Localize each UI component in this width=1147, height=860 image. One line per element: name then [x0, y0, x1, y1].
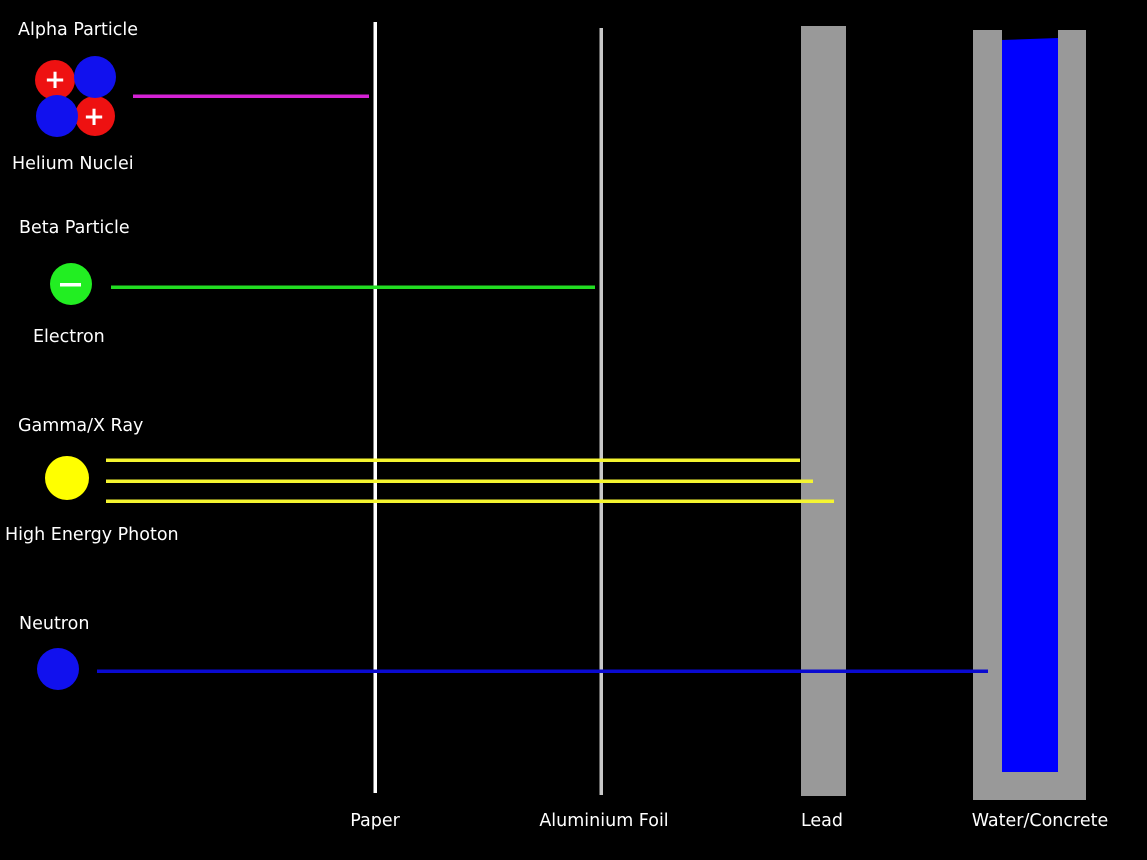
lead-label: Lead	[801, 811, 843, 831]
paper-label: Paper	[350, 811, 400, 831]
water-fill	[1002, 38, 1058, 772]
alpha-ray	[133, 94, 369, 98]
neutron-icon	[36, 95, 78, 137]
gamma-ray-3	[106, 499, 834, 503]
helium-nucleus-icon: + +	[35, 56, 116, 137]
proton-icon	[75, 96, 115, 136]
aluminium-foil-barrier	[599, 28, 603, 795]
neutron-icon	[74, 56, 116, 98]
high-energy-photon-label: High Energy Photon	[5, 525, 179, 545]
plus-sign: +	[83, 102, 105, 132]
concrete-left-wall	[973, 30, 1002, 800]
concrete-right-wall	[1058, 30, 1086, 800]
water-concrete-barrier	[973, 30, 1086, 800]
lead-barrier	[801, 26, 846, 796]
concrete-base	[973, 772, 1086, 800]
water-concrete-label: Water/Concrete	[972, 811, 1108, 831]
neutron-label: Neutron	[19, 614, 89, 634]
beta-ray	[111, 285, 595, 289]
gamma-ray-2	[106, 479, 813, 483]
gamma-xray-label: Gamma/X Ray	[18, 416, 143, 436]
neutron-particle-icon	[37, 648, 79, 690]
electron-label: Electron	[33, 327, 105, 347]
helium-nuclei-label: Helium Nuclei	[12, 154, 134, 174]
minus-sign	[60, 283, 81, 287]
beta-particle-label: Beta Particle	[19, 218, 130, 238]
photon-icon	[45, 456, 89, 500]
paper-barrier	[373, 22, 377, 793]
proton-icon	[35, 60, 75, 100]
aluminium-foil-label: Aluminium Foil	[539, 811, 668, 831]
plus-sign: +	[44, 65, 66, 95]
neutron-ray	[97, 669, 988, 673]
gamma-ray-1	[106, 458, 800, 462]
alpha-particle-label: Alpha Particle	[18, 20, 138, 40]
